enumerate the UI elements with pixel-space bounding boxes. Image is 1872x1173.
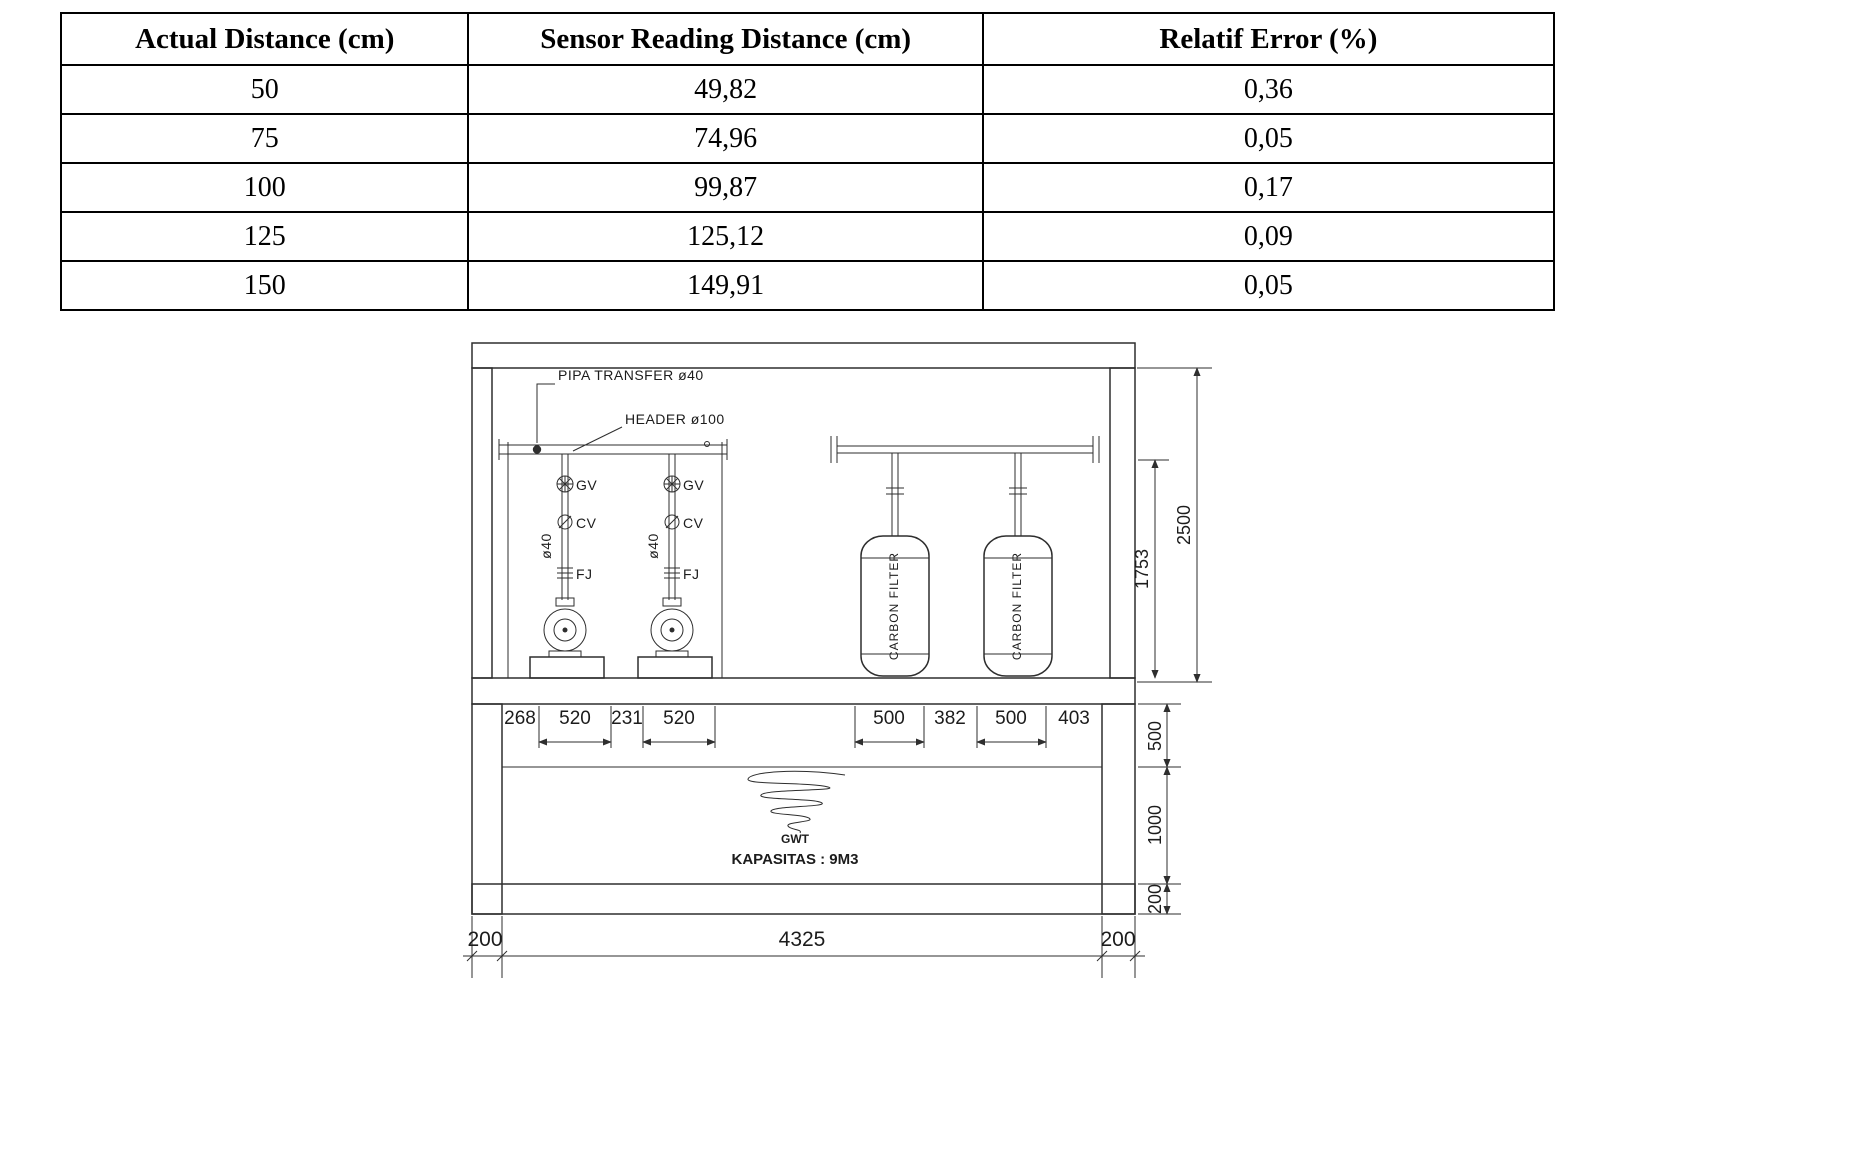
carbon-filter-label-1: CARBON FILTER <box>887 552 901 660</box>
filter-tank-2 <box>983 535 1053 677</box>
dim-1000-right: 1000 <box>1145 805 1165 845</box>
tank-bottom-slab <box>471 883 1136 915</box>
dim-268: 268 <box>504 708 536 729</box>
filter-riser-1 <box>886 453 904 536</box>
cell-actual: 150 <box>59 260 470 311</box>
tank-right-wall <box>1101 703 1136 915</box>
left-wall-upper <box>471 367 493 679</box>
cell-error: 0,05 <box>981 113 1556 164</box>
bottom-dimensions: 200 4325 200 <box>463 916 1145 978</box>
d40-label-1: ø40 <box>538 533 554 559</box>
pump-pedestal-2 <box>637 656 713 679</box>
pump-pedestal-1 <box>529 656 605 679</box>
cv-label-2: CV <box>683 515 704 531</box>
table-row: 100 99,87 0,17 <box>59 162 1556 213</box>
cell-reading: 74,96 <box>467 113 984 164</box>
dim-520a: 520 <box>559 708 591 729</box>
interior-dimensions: 268 520 231 520 500 382 500 403 <box>501 706 1103 748</box>
cell-reading: 149,91 <box>467 260 984 311</box>
dim-231: 231 <box>611 708 643 729</box>
col-header-sensor-reading: Sensor Reading Distance (cm) <box>467 12 984 66</box>
dim-1753: 1753 <box>1132 549 1152 589</box>
cell-error: 0,17 <box>981 162 1556 213</box>
carbon-filter-label-2: CARBON FILTER <box>1010 552 1024 660</box>
kapasitas-label: KAPASITAS : 9M3 <box>732 851 859 868</box>
right-wall-upper <box>1109 367 1136 679</box>
gv-label-2: GV <box>683 477 704 493</box>
mid-floor-slab <box>471 677 1136 705</box>
dim-500a: 500 <box>873 708 905 729</box>
filter-riser-2 <box>1009 453 1027 536</box>
dim-200-bottom-right: 200 <box>1100 928 1135 951</box>
pump-body-2 <box>650 608 694 658</box>
cell-error: 0,09 <box>981 211 1556 262</box>
dim-500-right: 500 <box>1145 721 1165 751</box>
dim-382: 382 <box>934 708 966 729</box>
cell-reading: 49,82 <box>467 64 984 115</box>
section-drawing: GWT KAPASITAS : 9M3 <box>463 342 1212 978</box>
table-row: 50 49,82 0,36 <box>59 64 1556 115</box>
structure <box>471 342 1136 915</box>
vortex-spiral <box>747 770 846 834</box>
pump-room-section-figure: GWT KAPASITAS : 9M3 <box>455 332 1225 987</box>
roof-slab <box>471 342 1136 369</box>
cell-error: 0,36 <box>981 64 1556 115</box>
d40-label-2: ø40 <box>645 533 661 559</box>
cell-actual: 50 <box>59 64 470 115</box>
pipa-transfer-leader <box>536 383 555 443</box>
cell-reading: 125,12 <box>467 211 984 262</box>
table-row: 150 149,91 0,05 <box>59 260 1556 311</box>
dim-200-right: 200 <box>1145 884 1165 914</box>
col-header-relatif-error: Relatif Error (%) <box>981 12 1556 66</box>
cell-actual: 125 <box>59 211 470 262</box>
right-dimensions: 2500 1753 500 1000 200 <box>1132 367 1212 915</box>
cell-actual: 75 <box>59 113 470 164</box>
pump-riser-2 <box>662 454 682 607</box>
table-row: 75 74,96 0,05 <box>59 113 1556 164</box>
dim-520b: 520 <box>663 708 695 729</box>
gwt-label: GWT <box>781 832 810 846</box>
pipa-transfer-label: PIPA TRANSFER ø40 <box>558 367 704 383</box>
col-header-actual-distance: Actual Distance (cm) <box>59 12 470 66</box>
dim-2500: 2500 <box>1174 505 1194 545</box>
cell-actual: 100 <box>59 162 470 213</box>
filter-tank-1 <box>860 535 930 677</box>
sensor-accuracy-table: Actual Distance (cm) Sensor Reading Dist… <box>59 12 1556 311</box>
dim-403: 403 <box>1058 708 1090 729</box>
carbon-filters: CARBON FILTER CARBON FILTER <box>830 436 1100 677</box>
fj-label-2: FJ <box>683 566 700 582</box>
header-pipe <box>498 439 728 460</box>
gwt-interior: GWT KAPASITAS : 9M3 <box>502 766 1102 868</box>
fj-label-1: FJ <box>576 566 593 582</box>
cv-label-1: CV <box>576 515 597 531</box>
dim-500b: 500 <box>995 708 1027 729</box>
filter-top-pipe <box>830 436 1100 463</box>
callouts: PIPA TRANSFER ø40 HEADER ø100 <box>536 367 725 452</box>
transfer-pumps: GV CV FJ GV CV FJ ø40 ø40 <box>498 439 728 679</box>
table-header-row: Actual Distance (cm) Sensor Reading Dist… <box>59 12 1556 66</box>
cell-reading: 99,87 <box>467 162 984 213</box>
pump-body-1 <box>543 608 587 658</box>
cell-error: 0,05 <box>981 260 1556 311</box>
gv-label-1: GV <box>576 477 597 493</box>
table-row: 125 125,12 0,09 <box>59 211 1556 262</box>
header-label: HEADER ø100 <box>625 411 725 427</box>
dim-200-bottom-left: 200 <box>467 928 502 951</box>
tank-left-wall <box>471 703 503 915</box>
dim-4325: 4325 <box>779 928 826 951</box>
header-leader <box>572 426 623 452</box>
pump-riser-1 <box>555 454 575 607</box>
